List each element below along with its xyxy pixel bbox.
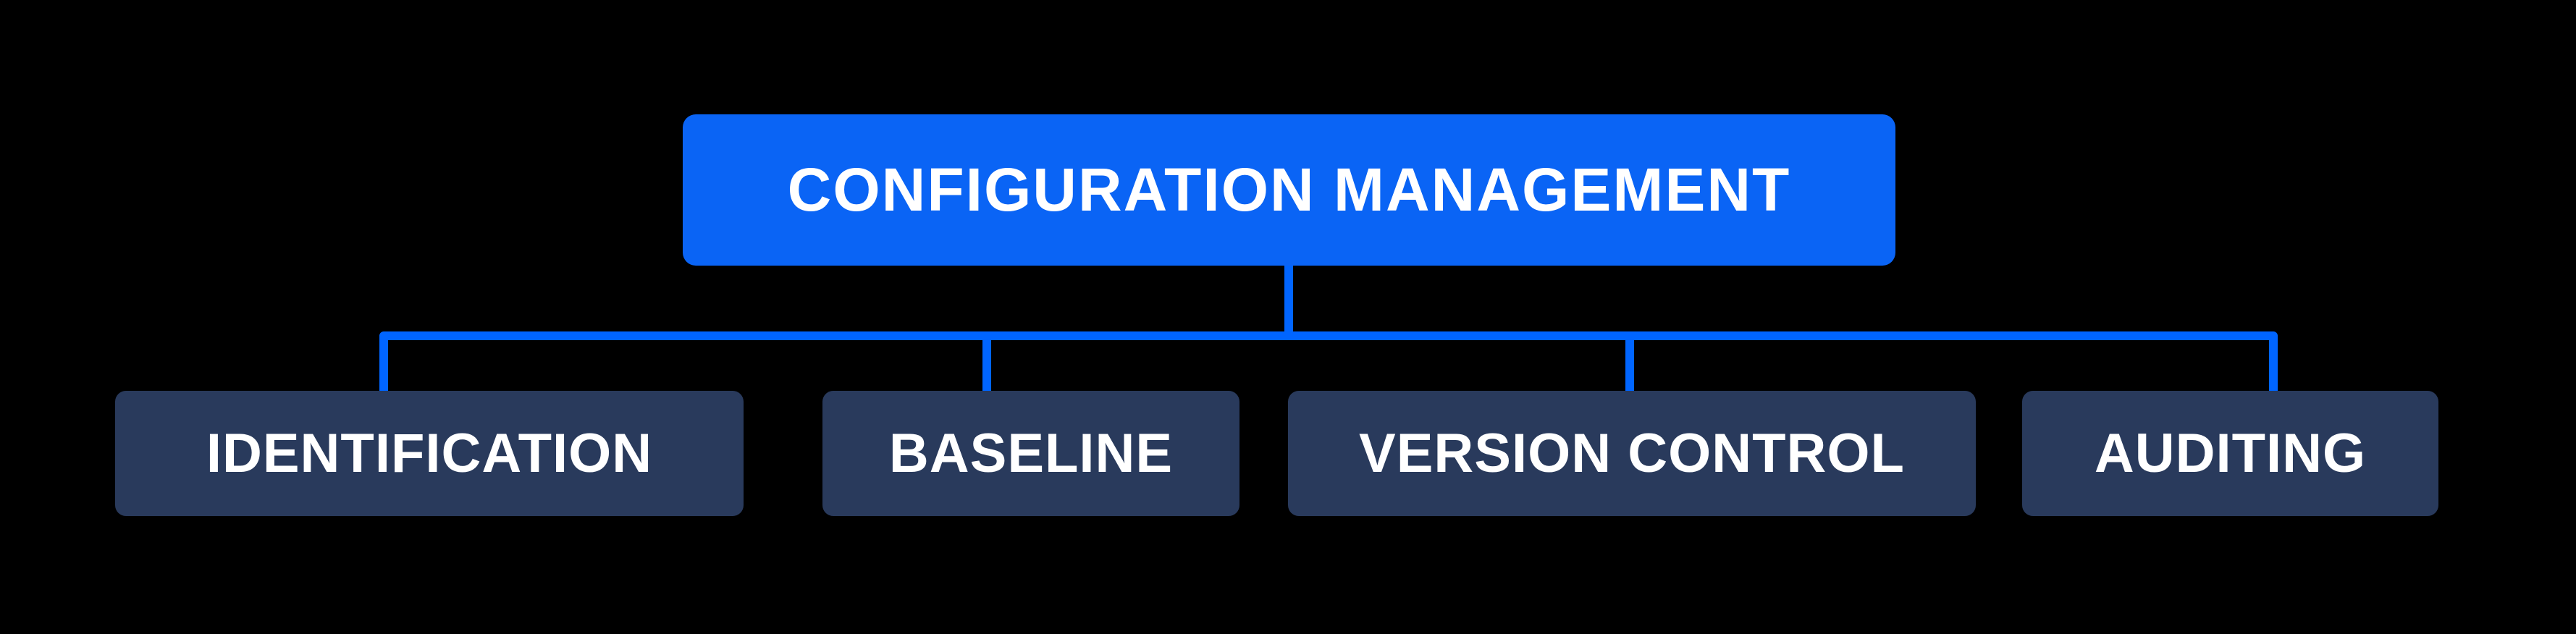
child-node-version-control: VERSION CONTROL: [1288, 391, 1976, 516]
child-node-label: IDENTIFICATION: [206, 423, 653, 484]
root-node-label: CONFIGURATION MANAGEMENT: [787, 156, 1791, 224]
child-node-label: AUDITING: [2094, 423, 2367, 484]
child-node-label: VERSION CONTROL: [1359, 423, 1905, 484]
child-node-baseline: BASELINE: [822, 391, 1239, 516]
connector-bracket: [379, 331, 2278, 394]
child-node-identification: IDENTIFICATION: [115, 391, 744, 516]
child-node-label: BASELINE: [888, 423, 1174, 484]
child-node-auditing: AUDITING: [2022, 391, 2438, 516]
root-node-configuration-management: CONFIGURATION MANAGEMENT: [683, 114, 1895, 266]
